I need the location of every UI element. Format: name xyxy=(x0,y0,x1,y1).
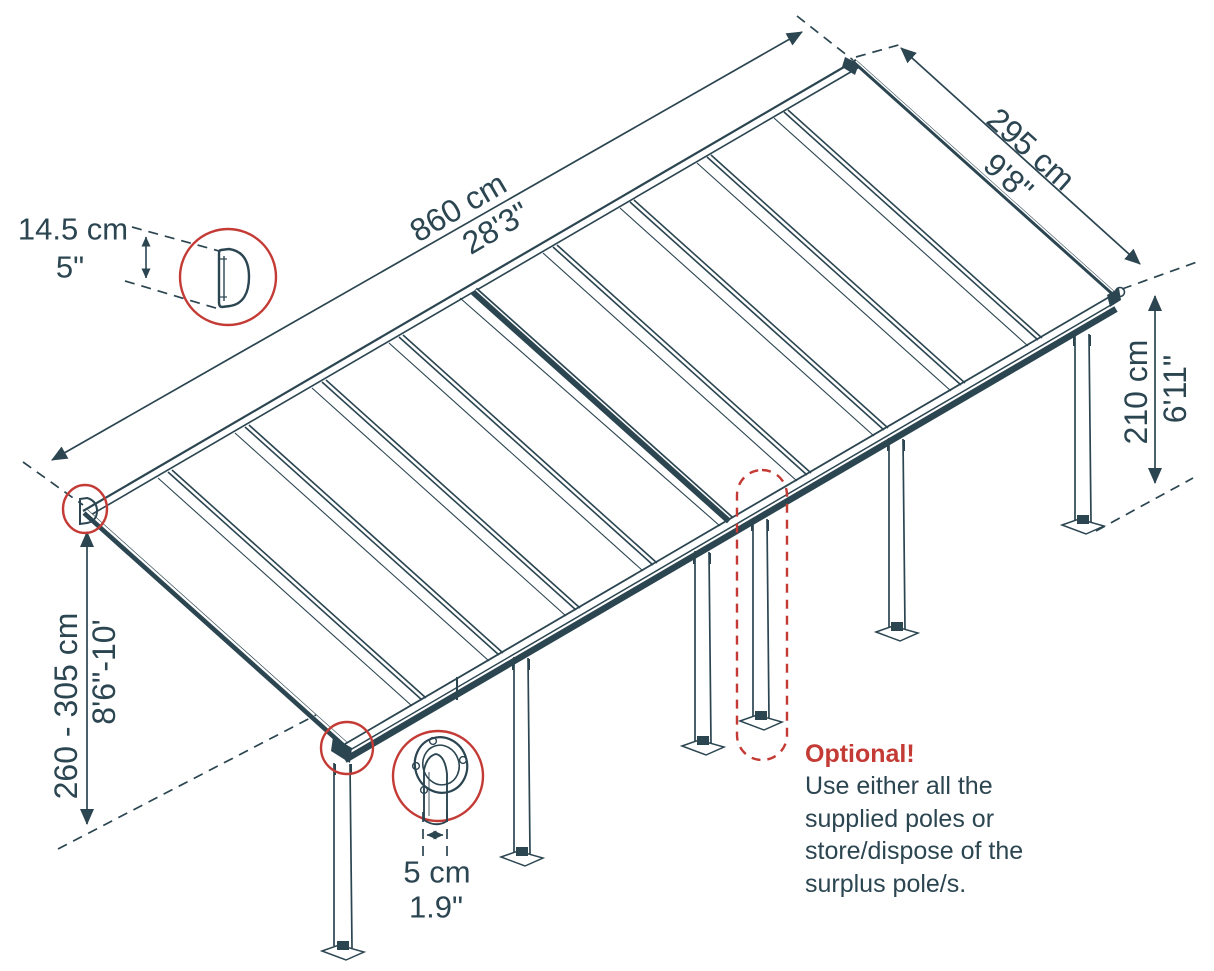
post-foot xyxy=(873,625,921,642)
height-metric-label: 210 cm xyxy=(1118,340,1154,445)
roof-rafter xyxy=(311,379,581,617)
dimension-length: 860 cm 28'3" xyxy=(22,15,854,506)
optional-note-title: Optional! xyxy=(805,740,915,768)
post-foot xyxy=(319,944,367,961)
height-imperial-label: 6'11" xyxy=(1157,355,1193,423)
detail-circle xyxy=(391,729,485,823)
pole-diameter-metric-label: 5 cm xyxy=(403,855,470,890)
roof-rafter xyxy=(542,244,812,482)
roof-rafter xyxy=(619,199,889,437)
gutter-end-knob xyxy=(1114,286,1126,298)
support-post xyxy=(498,657,546,867)
wall-height-metric-label: 260 - 305 cm xyxy=(48,613,84,800)
gutter-end-cap xyxy=(1107,288,1121,307)
optional-note-line: Use either all the xyxy=(805,772,993,800)
gutter-beam xyxy=(331,286,1126,763)
beam-profile-icon xyxy=(217,247,251,309)
wall-height-imperial-label: 8'6"-10' xyxy=(86,619,122,724)
detail-circle xyxy=(178,227,278,327)
pole-top-icon xyxy=(411,736,469,826)
support-post xyxy=(873,438,921,642)
post-foot xyxy=(737,714,785,731)
pole-diameter-callout: 5 cm 1.9" xyxy=(391,729,485,925)
corner-callout-wall xyxy=(61,483,109,535)
optional-note: Optional! Use either all the supplied po… xyxy=(805,740,1023,898)
wall-beam xyxy=(82,57,862,517)
roof-rafter-left-edge xyxy=(82,509,348,748)
dimension-height: 210 cm 6'11" xyxy=(1095,295,1194,532)
optional-pole-highlight xyxy=(735,468,789,762)
roof-rafters xyxy=(157,109,1043,707)
dimension-wall-height: 260 - 305 cm 8'6"-10' xyxy=(48,531,317,850)
pole-diameter-imperial-label: 1.9" xyxy=(409,890,463,925)
roof-rafter xyxy=(157,469,427,707)
support-post xyxy=(1059,333,1107,535)
roof-splice-rafter xyxy=(459,287,734,527)
detail-circle xyxy=(61,483,109,535)
support-post xyxy=(679,551,727,756)
corner-connector xyxy=(331,737,352,763)
roof-rafter xyxy=(234,424,504,662)
optional-note-line: surplus pole/s. xyxy=(805,870,966,898)
optional-note-line: store/dispose of the xyxy=(805,837,1023,865)
corner-bracket xyxy=(842,57,859,75)
profile-detail-callout: 14.5 cm 5" xyxy=(18,212,278,327)
beam-end-profile xyxy=(79,496,99,526)
detail-circle xyxy=(319,720,375,776)
support-post xyxy=(319,763,367,961)
corner-callout-front xyxy=(319,720,375,776)
roof-rafter xyxy=(388,334,658,572)
optional-note-line: supplied poles or xyxy=(805,805,994,833)
support-posts xyxy=(319,333,1107,961)
post-foot xyxy=(679,739,727,756)
profile-metric-label: 14.5 cm xyxy=(18,212,128,247)
post-foot xyxy=(498,850,546,867)
dimension-width: 295 cm 9'8" xyxy=(855,43,1198,290)
roof-rafter xyxy=(696,154,966,392)
profile-imperial-label: 5" xyxy=(56,250,84,285)
support-post-optional xyxy=(737,518,785,731)
